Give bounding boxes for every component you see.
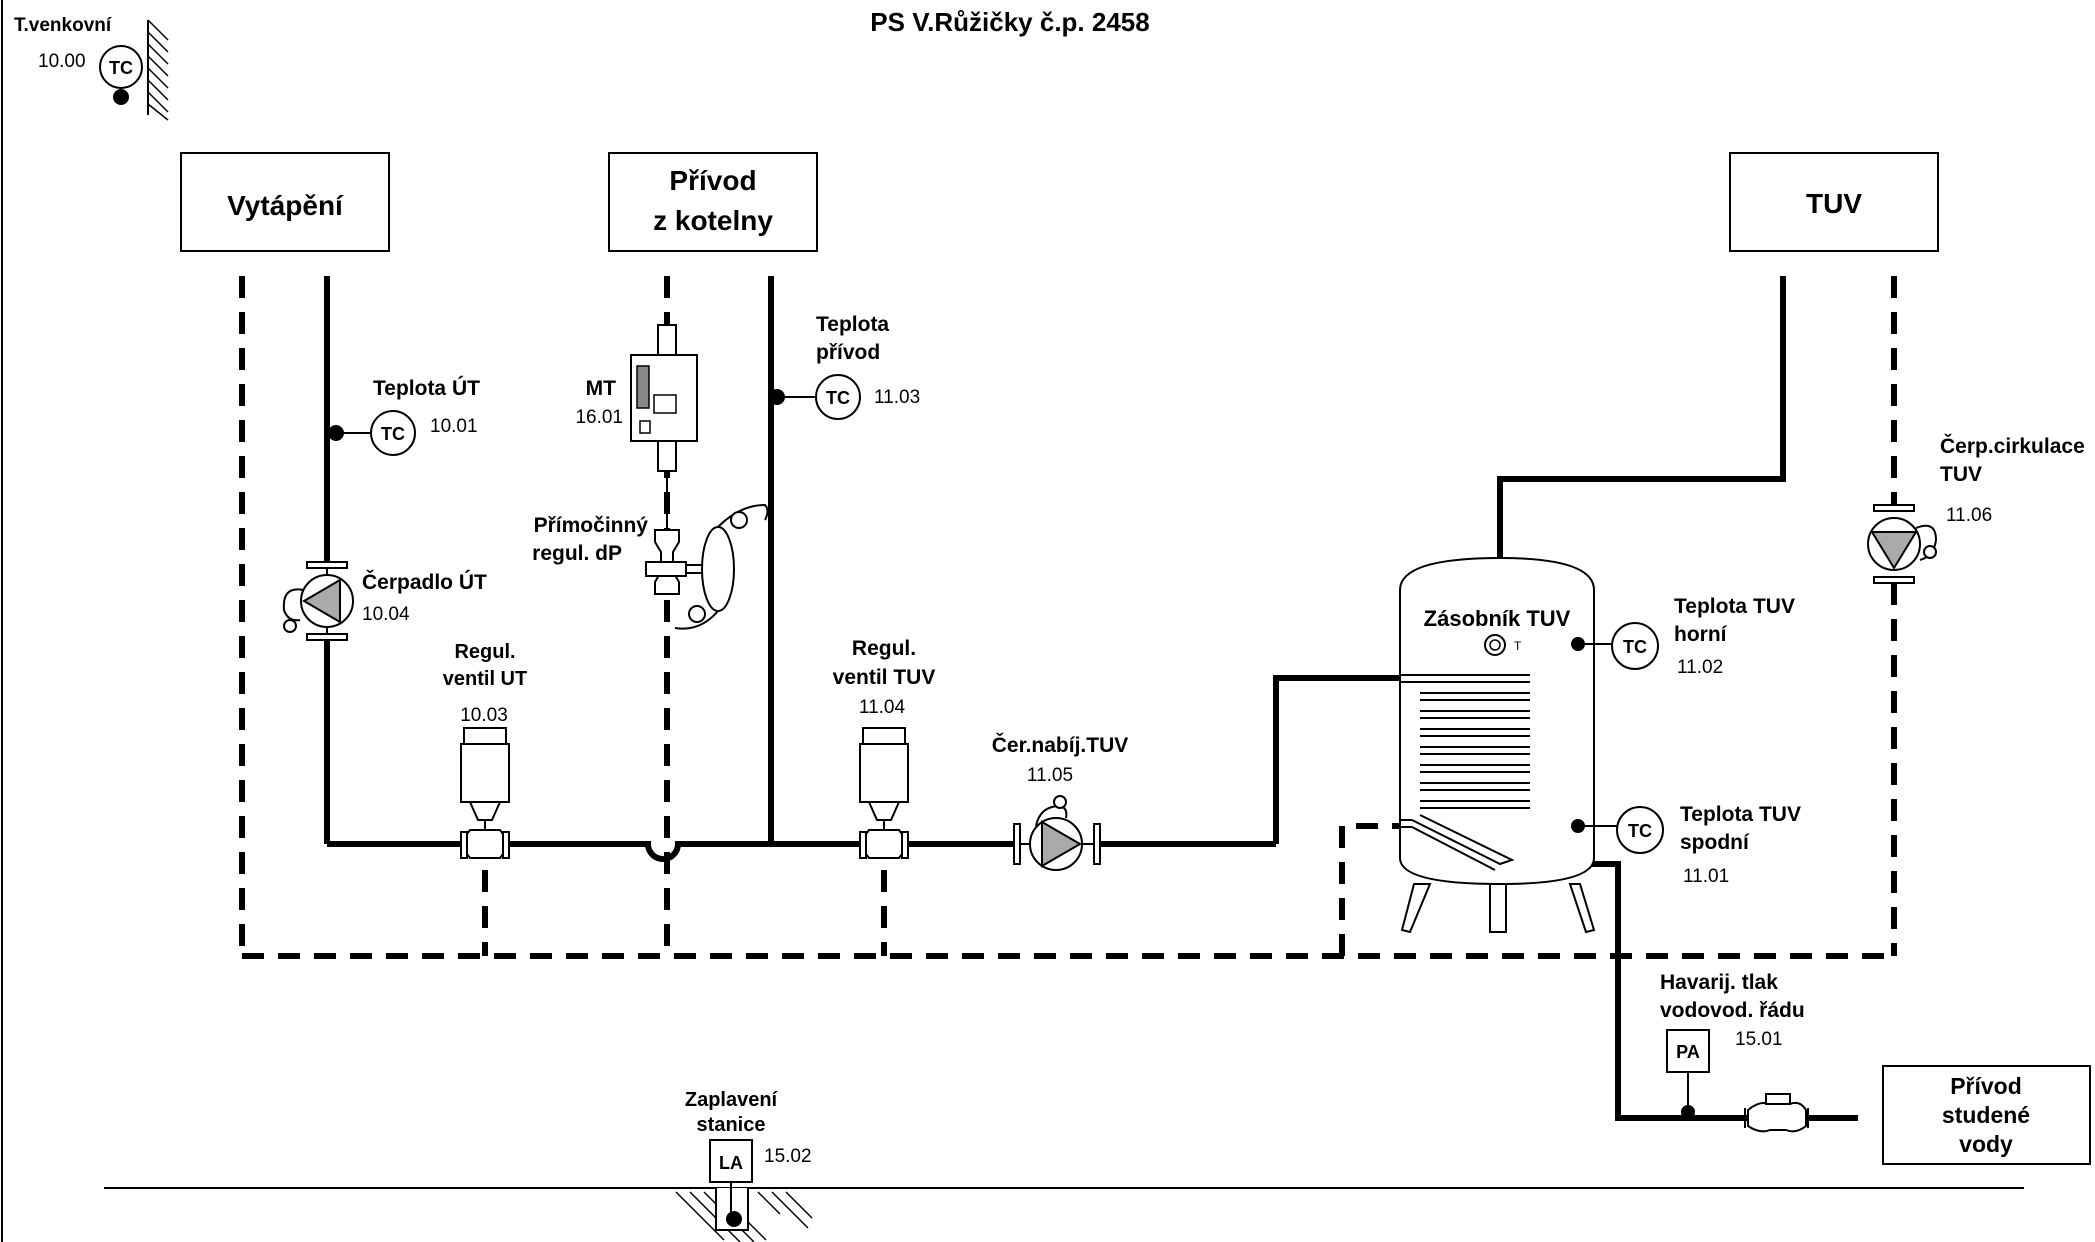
boiler-supply-box[interactable]: Přívod z kotelny [608, 152, 818, 252]
heat-meter-value: 16.01 [575, 407, 623, 428]
tank-label: Zásobník TUV [1424, 606, 1571, 631]
flood-sensor[interactable]: LA Zaplavení stanice 15.02 [675, 1089, 813, 1242]
valve-ut[interactable]: Regul. ventil UT 10.03 [443, 641, 527, 859]
dp-regulator[interactable]: Přímočinný regul. dP [532, 471, 769, 630]
valve-ut-label-1: Regul. [454, 641, 515, 663]
outdoor-temp-sensor[interactable]: T.venkovní 10.00 TC [14, 15, 169, 121]
pump-circulation-label-2: TUV [1940, 463, 1982, 486]
pressure-value: 15.01 [1735, 1029, 1783, 1050]
pump-charge-tuv[interactable]: Čer.nabíj.TUV 11.05 [992, 733, 1129, 871]
diagram-title: PS V.Růžičky č.p. 2458 [870, 7, 1149, 37]
cold-water-label-2: studené [1942, 1102, 2030, 1128]
cold-water-label-3: vody [1959, 1131, 2013, 1157]
supply-temp-value: 11.03 [874, 387, 920, 408]
heat-meter-label: MT [586, 377, 616, 400]
storage-tank-tuv[interactable]: T Zásobník TUV [1399, 556, 1596, 934]
outdoor-label: T.venkovní [14, 15, 112, 36]
flood-label-2: stanice [697, 1114, 766, 1136]
ut-temp-value: 10.01 [430, 416, 478, 437]
pump-charge-label: Čer.nabíj.TUV [992, 733, 1129, 757]
outdoor-tc-circle [99, 45, 143, 89]
dp-regulator-label-1: Přímočinný [534, 514, 649, 537]
ut-temp-sensor[interactable]: TC Teplota ÚT 10.01 [328, 376, 480, 456]
tuv-bottom-temp-sensor[interactable]: TC Teplota TUV spodní 11.01 [1571, 803, 1801, 887]
ut-temp-label: Teplota ÚT [373, 376, 480, 400]
supply-temp-tag: TC [826, 388, 850, 408]
supply-temp-sensor[interactable]: TC Teplota přívod 11.03 [769, 313, 920, 420]
tuv-top-label-2: horní [1674, 623, 1728, 646]
valve-tuv[interactable]: Regul. ventil TUV 11.04 [833, 637, 936, 859]
cold-water-box[interactable]: Přívod studené vody [1882, 1065, 2091, 1165]
pump-charge-value: 11.05 [1027, 765, 1073, 786]
pump-ut-label: Čerpadlo ÚT [362, 570, 487, 594]
valve-ut-value: 10.03 [460, 705, 508, 726]
pump-ut[interactable]: Čerpadlo ÚT 10.04 [282, 561, 487, 641]
supply-pipes [324, 276, 1858, 1121]
outdoor-wall-hatch [147, 19, 169, 121]
tuv-top-value: 11.02 [1677, 657, 1723, 678]
flood-label-1: Zaplavení [685, 1089, 779, 1111]
dp-regulator-label-2: regul. dP [532, 542, 622, 565]
outdoor-tc-tag: TC [109, 58, 133, 78]
boiler-supply-label-2: z kotelny [653, 205, 773, 236]
supply-temp-label-1: Teplota [816, 313, 889, 336]
boiler-supply-label-1: Přívod [669, 165, 756, 196]
pump-circulation-label-1: Čerp.cirkulace [1940, 434, 2085, 458]
tuv-top-tag: TC [1623, 637, 1647, 657]
pressure-label-1: Havarij. tlak [1660, 971, 1778, 994]
tuv-bottom-tag: TC [1628, 821, 1652, 841]
ut-temp-tag: TC [381, 424, 405, 444]
water-meter[interactable] [1744, 1093, 1809, 1133]
heat-meter[interactable]: MT 16.01 [575, 324, 698, 472]
pump-circulation-value: 11.06 [1946, 505, 1992, 526]
pump-ut-value: 10.04 [362, 604, 410, 625]
svg-text:T: T [1514, 639, 1522, 653]
tuv-bottom-label-1: Teplota TUV [1680, 803, 1801, 826]
outdoor-sensor-dot [113, 89, 129, 105]
tuv-bottom-value: 11.01 [1683, 866, 1729, 887]
valve-tuv-label-1: Regul. [852, 637, 916, 660]
pressure-label-2: vodovod. řádu [1660, 999, 1805, 1022]
flood-tag: LA [719, 1153, 743, 1173]
tuv-label: TUV [1806, 188, 1862, 219]
heating-label: Vytápění [227, 190, 344, 221]
valve-tuv-value: 11.04 [859, 697, 906, 718]
valve-tuv-label-2: ventil TUV [833, 666, 936, 689]
tuv-bottom-label-2: spodní [1680, 831, 1750, 854]
tuv-box[interactable]: TUV [1729, 152, 1939, 252]
tuv-top-label-1: Teplota TUV [1674, 595, 1795, 618]
heating-box[interactable]: Vytápění [180, 152, 390, 252]
pump-circulation-tuv[interactable]: Čerp.cirkulace TUV 11.06 [1867, 434, 2085, 584]
pressure-tag: PA [1676, 1042, 1700, 1062]
supply-temp-label-2: přívod [816, 341, 880, 364]
pressure-alarm-sensor[interactable]: PA Havarij. tlak vodovod. řádu 15.01 [1660, 971, 1805, 1119]
outdoor-value: 10.00 [38, 51, 86, 72]
flood-value: 15.02 [764, 1146, 812, 1167]
valve-ut-label-2: ventil UT [443, 668, 527, 690]
tuv-top-temp-sensor[interactable]: TC Teplota TUV horní 11.02 [1571, 595, 1795, 678]
cold-water-label-1: Přívod [1950, 1073, 2022, 1099]
